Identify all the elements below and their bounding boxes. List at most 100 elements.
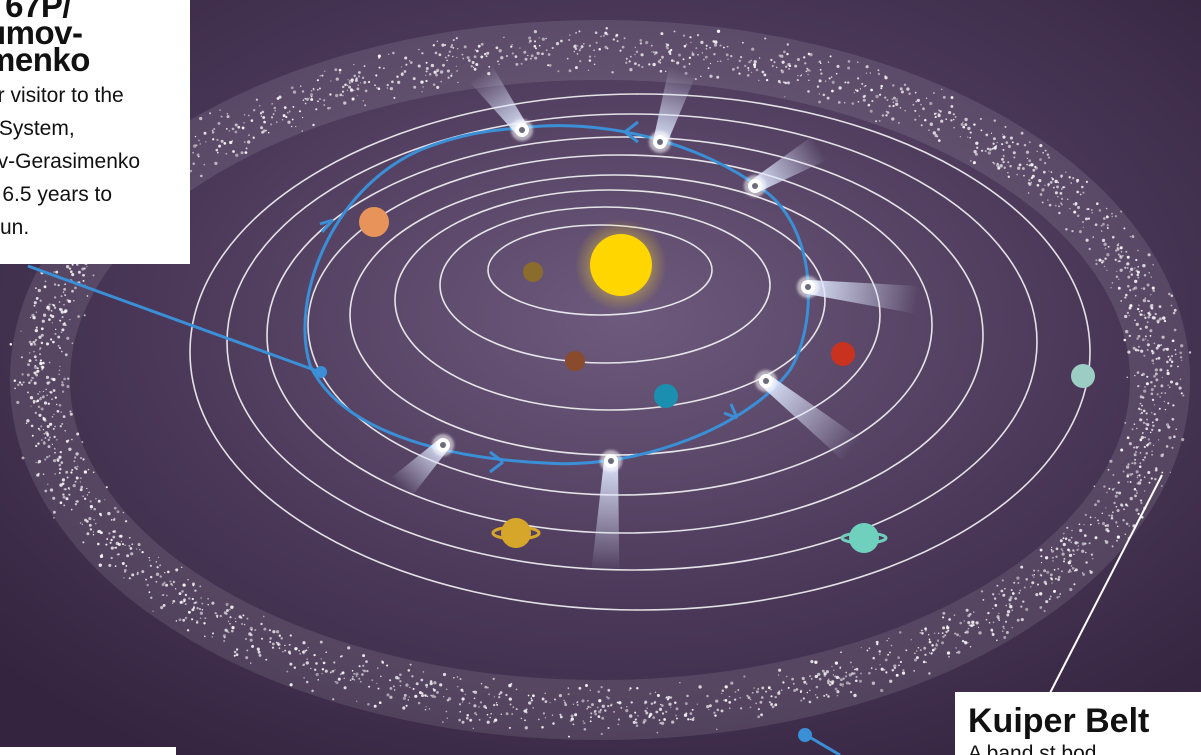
kuiper-belt-particle [1122, 255, 1124, 257]
kuiper-belt-particle [440, 80, 442, 83]
kuiper-belt-particle [514, 55, 518, 58]
kuiper-belt-particle [1027, 192, 1030, 194]
kuiper-belt-particle [1170, 294, 1174, 298]
kuiper-belt-particle [600, 709, 602, 711]
kuiper-belt-particle [95, 523, 97, 525]
kuiper-belt-particle [53, 435, 56, 439]
kuiper-belt-particle [996, 162, 999, 165]
kuiper-belt-particle [942, 95, 946, 99]
kuiper-belt-particle [126, 554, 130, 558]
kuiper-belt-particle [785, 675, 788, 678]
kuiper-belt-particle [1051, 556, 1054, 559]
kuiper-belt-particle [1009, 164, 1012, 168]
kuiper-belt-particle [68, 488, 70, 491]
kuiper-belt-particle [1160, 392, 1163, 394]
kuiper-belt-particle [607, 688, 611, 692]
kuiper-belt-particle [229, 140, 233, 145]
kuiper-belt-particle [262, 615, 265, 618]
kuiper-belt-particle [64, 353, 68, 357]
comet-tail [390, 440, 448, 498]
kuiper-belt-particle [1135, 450, 1137, 453]
kuiper-belt-particle [734, 690, 737, 693]
kuiper-belt-particle [350, 78, 354, 82]
kuiper-belt-particle [341, 671, 345, 675]
kuiper-belt-particle [141, 570, 145, 574]
kuiper-belt-particle [1058, 595, 1061, 598]
kuiper-belt-particle [136, 572, 139, 576]
kuiper-belt-particle [862, 95, 866, 98]
bottom-left-callout-edge [0, 747, 176, 755]
kuiper-belt-particle [770, 703, 773, 707]
kuiper-belt-particle [500, 56, 504, 60]
kuiper-belt-particle [1159, 396, 1162, 398]
kuiper-belt-particle [86, 532, 90, 536]
kuiper-belt-particle [1060, 548, 1063, 551]
kuiper-belt-particle [298, 649, 300, 652]
kuiper-belt-particle [570, 714, 574, 718]
kuiper-belt-particle [349, 82, 351, 84]
kuiper-belt-particle [975, 621, 979, 625]
kuiper-belt-particle [1061, 552, 1065, 556]
kuiper-belt-particle [880, 87, 883, 90]
kuiper-belt-particle [753, 65, 757, 69]
kuiper-belt-particle [238, 615, 242, 619]
kuiper-belt-particle [1076, 548, 1079, 552]
kuiper-belt-particle [1016, 142, 1019, 146]
kuiper-belt-particle [922, 660, 926, 664]
kuiper-belt-particle [810, 677, 813, 680]
kuiper-belt-particle [199, 143, 201, 145]
kuiper-belt-particle [629, 714, 633, 718]
kuiper-belt-particle [393, 96, 396, 99]
kuiper-belt-particle [175, 620, 178, 622]
kuiper-belt-particle [270, 123, 273, 126]
kuiper-belt-particle [601, 716, 605, 720]
kuiper-belt-particle [989, 148, 992, 151]
kuiper-belt-particle [1142, 396, 1145, 399]
kuiper-belt-particle [343, 686, 347, 690]
comet-nucleus [752, 183, 758, 189]
kuiper-belt-particle [20, 356, 23, 359]
kuiper-belt-particle [1095, 259, 1098, 262]
kuiper-belt-particle [1143, 445, 1146, 449]
kuiper-belt-particle [409, 663, 412, 666]
kuiper-belt-particle [62, 495, 66, 499]
kuiper-belt-particle [319, 98, 321, 100]
kuiper-belt-particle [426, 695, 429, 698]
kuiper-belt-particle [964, 117, 968, 122]
kuiper-belt-particle [113, 546, 116, 549]
kuiper-belt-particle [1072, 177, 1075, 180]
kuiper-belt-particle [851, 102, 855, 105]
kuiper-belt-particle [996, 584, 999, 587]
kuiper-belt-particle [1151, 450, 1153, 452]
kuiper-belt-particle [169, 580, 172, 583]
kuiper-belt-particle [1137, 349, 1140, 352]
kuiper-belt-particle [92, 533, 95, 536]
kuiper-belt-particle [1150, 381, 1153, 384]
kuiper-belt-particle [1088, 542, 1091, 545]
kuiper-belt-particle [969, 131, 972, 134]
kuiper-belt-particle [606, 696, 608, 698]
kuiper-belt-particle [1117, 243, 1120, 245]
comet-leader-line [27, 264, 321, 374]
kuiper-belt-particle [967, 614, 971, 618]
kuiper-belt-particle [1151, 351, 1155, 355]
kuiper-belt-particle [1163, 319, 1167, 323]
kuiper-belt-particle [51, 398, 53, 401]
kuiper-belt-particle [1150, 392, 1154, 396]
kuiper-belt-particle [36, 367, 39, 370]
kuiper-belt-particle [363, 669, 366, 673]
kuiper-belt-particle [716, 29, 721, 33]
kuiper-belt-particle [1162, 348, 1166, 352]
kuiper-belt-particle [307, 646, 309, 649]
kuiper-belt-particle [20, 383, 24, 386]
kuiper-belt-particle [26, 373, 30, 377]
kuiper-belt-particle [1028, 141, 1031, 144]
kuiper-belt-particle [1146, 423, 1150, 427]
kuiper-belt-particle [589, 720, 592, 723]
kuiper-belt-particle [835, 675, 839, 679]
kuiper-belt-particle [1130, 273, 1134, 276]
kuiper-belt-particle [53, 306, 57, 309]
kuiper-belt-particle [40, 333, 44, 337]
kuiper-belt-particle [447, 76, 450, 79]
kuiper-belt-particle [313, 653, 316, 657]
